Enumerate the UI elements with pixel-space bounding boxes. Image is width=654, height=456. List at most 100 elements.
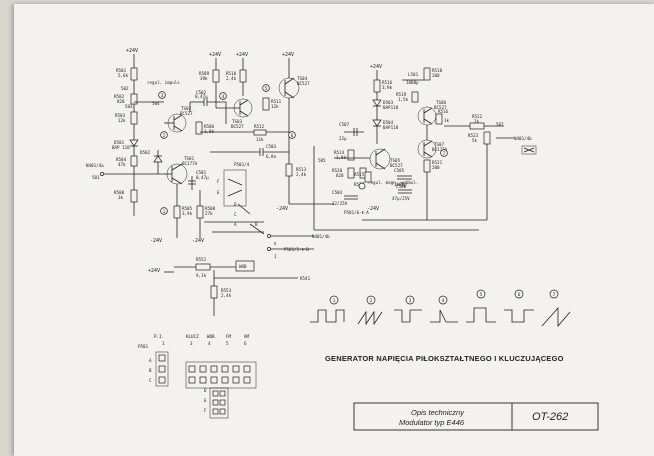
- schematic-drawing: +24V +24V +24V +24V +24V +24V -24V -24V …: [86, 48, 599, 431]
- svg-text:R553: R553: [221, 288, 232, 293]
- svg-text:regul. magn. wobbul.: regul. magn. wobbul.: [368, 180, 418, 185]
- svg-text:-24V: -24V: [192, 238, 204, 244]
- svg-text:2: 2: [370, 298, 373, 303]
- svg-text:D503: D503: [383, 100, 394, 105]
- svg-text:4: 4: [222, 94, 225, 99]
- supply-lines: +24V +24V +24V +24V +24V +24V -24V -24V …: [126, 48, 382, 274]
- svg-text:47µ/25V: 47µ/25V: [392, 196, 410, 201]
- svg-text:3,9k: 3,9k: [182, 211, 193, 216]
- svg-text:I: I: [274, 254, 277, 259]
- svg-text:R520: R520: [332, 168, 343, 173]
- svg-text:R504: R504: [116, 157, 127, 162]
- svg-text:BC177A: BC177A: [182, 161, 198, 166]
- svg-text:6,8n: 6,8n: [266, 154, 277, 159]
- svg-text:502: 502: [121, 86, 129, 91]
- svg-text:KLUCZ: KLUCZ: [186, 334, 199, 339]
- svg-text:504: 504: [152, 101, 160, 106]
- svg-text:P.I.: P.I.: [154, 334, 164, 339]
- svg-text:820: 820: [336, 173, 344, 178]
- svg-text:5: 5: [265, 86, 268, 91]
- svg-text:C503: C503: [266, 144, 277, 149]
- drawing-code: OT-262: [532, 411, 568, 423]
- waveform-2: 2: [357, 295, 383, 326]
- svg-text:R513: R513: [296, 167, 307, 172]
- svg-text:R510: R510: [226, 71, 237, 76]
- svg-text:D501: D501: [114, 140, 125, 145]
- svg-text:2,4k: 2,4k: [226, 76, 237, 81]
- svg-text:+24V: +24V: [126, 48, 138, 54]
- svg-text:R515: R515: [354, 172, 365, 177]
- svg-text:BC527: BC527: [231, 124, 244, 129]
- svg-text:F: F: [217, 179, 220, 184]
- drawing-title: GENERATOR NAPIĘCIA PIŁOKSZTAŁTNEGO I KLU…: [325, 354, 564, 363]
- svg-text:R501: R501: [116, 68, 127, 73]
- svg-text:12k: 12k: [118, 118, 126, 123]
- svg-text:1,8k: 1,8k: [204, 129, 215, 134]
- svg-text:-24V: -24V: [276, 206, 288, 212]
- svg-text:0,47µ: 0,47µ: [196, 175, 209, 180]
- svg-text:C: C: [149, 378, 152, 383]
- svg-text:5,6k: 5,6k: [118, 73, 129, 78]
- svg-text:5: 5: [226, 341, 229, 346]
- svg-text:R516: R516: [438, 109, 449, 114]
- svg-text:N401/4a: N401/4a: [86, 163, 104, 168]
- svg-text:C504: C504: [332, 190, 343, 195]
- svg-text:27k: 27k: [205, 211, 213, 216]
- svg-text:P501/5-Ⅱ-B: P501/5-Ⅱ-B: [284, 247, 309, 252]
- svg-text:R509: R509: [199, 71, 210, 76]
- svg-text:B: B: [255, 222, 258, 227]
- svg-text:R508: R508: [205, 206, 216, 211]
- svg-text:R505: R505: [182, 206, 193, 211]
- svg-text:R512: R512: [254, 124, 265, 129]
- waveform-6: 6: [504, 289, 534, 323]
- svg-text:5k: 5k: [472, 138, 478, 143]
- svg-text:47k: 47k: [118, 162, 126, 167]
- svg-text:R514: R514: [334, 150, 345, 155]
- waveform-7: 7: [541, 289, 571, 328]
- svg-text:TS01: TS01: [184, 156, 195, 161]
- svg-text:E: E: [204, 398, 207, 403]
- svg-text:501: 501: [92, 175, 100, 180]
- svg-text:2,4k: 2,4k: [296, 172, 307, 177]
- svg-text:200: 200: [432, 73, 440, 78]
- svg-text:BC527: BC527: [180, 111, 193, 116]
- waveform-4: 4: [430, 295, 458, 323]
- svg-text:7: 7: [443, 151, 446, 156]
- svg-text:R518: R518: [432, 68, 443, 73]
- svg-text:-24V: -24V: [150, 238, 162, 244]
- svg-text:P501/4: P501/4: [234, 162, 250, 167]
- svg-text:22µ: 22µ: [339, 136, 347, 141]
- svg-text:200: 200: [432, 165, 440, 170]
- svg-text:+24V: +24V: [209, 52, 221, 58]
- svg-text:Ⅱ: Ⅱ: [274, 241, 276, 246]
- svg-text:C501: C501: [196, 170, 207, 175]
- svg-text:1000p: 1000p: [394, 182, 407, 187]
- svg-text:C502: C502: [196, 90, 207, 95]
- svg-text:22/25V: 22/25V: [332, 201, 348, 206]
- svg-text:1,5k: 1,5k: [398, 97, 409, 102]
- svg-text:R523: R523: [468, 133, 479, 138]
- svg-text:L501: L501: [408, 72, 419, 77]
- svg-text:12k: 12k: [271, 104, 279, 109]
- svg-text:2k: 2k: [474, 119, 480, 124]
- svg-text:F: F: [204, 408, 207, 413]
- waveform-1: 1: [310, 295, 345, 323]
- svg-text:R511: R511: [271, 99, 282, 104]
- svg-text:R500: R500: [114, 190, 125, 195]
- svg-text:BC527: BC527: [434, 105, 447, 110]
- svg-text:WOB.: WOB.: [207, 334, 217, 339]
- svg-text:D: D: [204, 388, 207, 393]
- svg-text:N401/4b: N401/4b: [312, 234, 330, 239]
- svg-text:6: 6: [244, 341, 247, 346]
- svg-text:E: E: [217, 190, 220, 195]
- svg-text:BAP118: BAP118: [383, 105, 399, 110]
- title-block-line2: Modulator typ E446: [399, 418, 465, 427]
- svg-text:R522: R522: [472, 114, 483, 119]
- svg-text:C506: C506: [396, 184, 407, 189]
- svg-text:BC177A: BC177A: [432, 147, 448, 152]
- svg-text:WOB: WOB: [239, 264, 247, 269]
- svg-text:505: 505: [318, 158, 326, 163]
- svg-text:11k: 11k: [256, 137, 264, 142]
- svg-text:R506: R506: [204, 124, 215, 129]
